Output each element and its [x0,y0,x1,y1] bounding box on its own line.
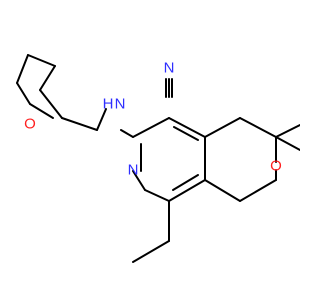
bond-amine-ring [120,129,134,138]
bond-pyran-5 [239,179,277,202]
bond-n8-c9 [132,170,146,191]
amine-h-label: H [103,96,114,113]
bond-thf-6 [29,103,54,119]
bond-aromatic-2 [172,174,199,191]
bond-methyl-2 [275,136,300,151]
bond-pyran-2 [239,117,277,138]
thf-o-label: O [24,116,36,133]
bond-c9-c4 [132,117,170,138]
pyridine-n-label: N [128,162,139,179]
bond-aromatic-1 [173,126,199,141]
pyran-o-label: O [270,158,282,175]
bond-amine-chain [96,108,107,131]
bond-thf-4 [16,54,29,84]
molecule-diagram: N N H N O O [16,54,300,263]
bond-thf-2 [39,65,56,91]
bond-c7-n8 [144,189,170,202]
bond-c6-c7 [168,179,206,202]
bond-pyran-6 [204,179,241,202]
bond-pyran-1 [204,117,241,138]
bond-methyl-1 [275,124,300,138]
amine-n-label: N [115,96,126,113]
bond-thf-1 [39,89,63,119]
bond-ethyl-2 [132,240,170,263]
nitrile-n-label: N [164,60,175,77]
bond-linker-1 [61,117,98,131]
bond-thf-3 [27,54,56,67]
bond-c4-c5 [168,117,206,138]
bond-thf-5 [16,82,31,105]
